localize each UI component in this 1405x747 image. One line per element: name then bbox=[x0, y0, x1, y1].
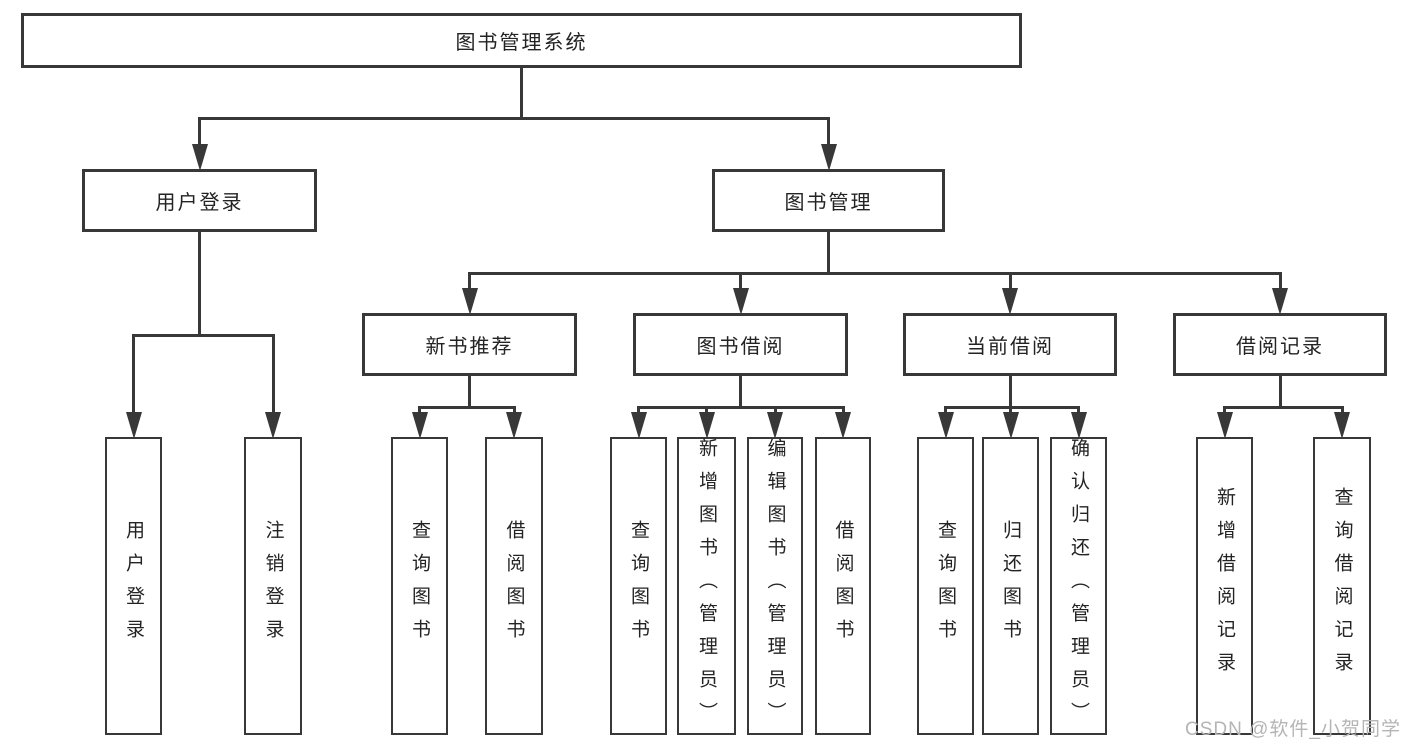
connector-line bbox=[1340, 405, 1344, 414]
connector-line bbox=[512, 405, 516, 414]
leaf-edit-book-admin-label: 编辑图书（管理员） bbox=[764, 437, 786, 735]
leaf-add-book-admin: 新增图书（管理员） bbox=[677, 437, 736, 735]
connector-line bbox=[468, 271, 1282, 275]
connector-line bbox=[773, 405, 777, 414]
connector-line bbox=[1223, 405, 1226, 414]
leaf-return-book-label: 归还图书 bbox=[1000, 520, 1021, 652]
leaf-confirm-return-admin: 确认归还（管理员） bbox=[1050, 437, 1107, 735]
connector-arrowhead-icon bbox=[1002, 288, 1018, 315]
connector-arrowhead-icon bbox=[265, 412, 281, 439]
connector-line bbox=[468, 374, 471, 409]
node-borrowing-records-label: 借阅记录 bbox=[1236, 336, 1324, 358]
connector-arrowhead-icon bbox=[630, 412, 647, 439]
node-borrowing-records: 借阅记录 bbox=[1173, 313, 1387, 376]
leaf-query-borrow-record: 查询借阅记录 bbox=[1313, 437, 1371, 735]
connector-line bbox=[739, 271, 742, 290]
connector-arrowhead-icon bbox=[1272, 288, 1288, 315]
connector-line bbox=[1278, 271, 1282, 290]
leaf-query-books-current: 查询图书 bbox=[917, 437, 974, 735]
connector-line bbox=[1009, 405, 1012, 414]
connector-arrowhead-icon bbox=[461, 288, 478, 315]
leaf-query-books-recommend: 查询图书 bbox=[391, 437, 448, 735]
connector-arrowhead-icon bbox=[125, 412, 142, 439]
root-library-system-label: 图书管理系统 bbox=[455, 32, 588, 54]
connector-arrowhead-icon bbox=[937, 412, 954, 439]
leaf-query-books-borrowing-label: 查询图书 bbox=[628, 520, 649, 652]
node-book-management: 图书管理 bbox=[712, 169, 945, 232]
connector-arrowhead-icon bbox=[1216, 412, 1233, 439]
leaf-user-login-label: 用户登录 bbox=[123, 520, 144, 652]
connector-line bbox=[418, 405, 421, 414]
leaf-query-borrow-record-label: 查询借阅记录 bbox=[1331, 487, 1353, 685]
leaf-query-books-current-label: 查询图书 bbox=[935, 520, 956, 652]
leaf-query-books-borrowing: 查询图书 bbox=[610, 437, 667, 735]
leaf-user-login: 用户登录 bbox=[105, 437, 162, 735]
connector-line bbox=[520, 66, 523, 120]
connector-line bbox=[827, 230, 830, 275]
connector-line bbox=[841, 405, 845, 414]
leaf-borrow-books-label: 借阅图书 bbox=[832, 520, 854, 652]
connector-arrowhead-icon bbox=[1070, 412, 1087, 439]
connector-line bbox=[132, 333, 275, 337]
node-user-login: 用户登录 bbox=[82, 169, 317, 232]
connector-arrowhead-icon bbox=[506, 412, 522, 439]
connector-line bbox=[637, 405, 640, 414]
connector-line bbox=[198, 116, 830, 120]
connector-line bbox=[198, 116, 201, 146]
connector-arrowhead-icon bbox=[835, 412, 851, 439]
leaf-logout-label: 注销登录 bbox=[262, 520, 284, 652]
connector-line bbox=[1008, 271, 1012, 290]
connector-line bbox=[637, 405, 845, 409]
node-book-management-label: 图书管理 bbox=[784, 192, 873, 214]
connector-arrowhead-icon bbox=[411, 412, 428, 439]
connector-line bbox=[132, 333, 135, 414]
node-new-book-recommend-label: 新书推荐 bbox=[425, 336, 514, 358]
connector-arrowhead-icon bbox=[698, 412, 715, 439]
connector-line bbox=[1223, 405, 1344, 409]
node-new-book-recommend: 新书推荐 bbox=[362, 313, 577, 376]
node-current-borrowing: 当前借阅 bbox=[903, 313, 1117, 376]
leaf-add-borrow-record: 新增借阅记录 bbox=[1196, 437, 1253, 735]
connector-line bbox=[705, 405, 708, 414]
node-book-borrowing: 图书借阅 bbox=[633, 313, 848, 376]
connector-line bbox=[944, 405, 1080, 409]
leaf-confirm-return-admin-label: 确认归还（管理员） bbox=[1068, 437, 1089, 735]
node-user-login-label: 用户登录 bbox=[155, 192, 244, 214]
leaf-edit-book-admin: 编辑图书（管理员） bbox=[747, 437, 803, 735]
node-book-borrowing-label: 图书借阅 bbox=[696, 336, 785, 358]
connector-line bbox=[468, 271, 471, 290]
connector-line bbox=[198, 230, 201, 337]
connector-line bbox=[1077, 405, 1080, 414]
connector-line bbox=[271, 333, 275, 414]
connector-arrowhead-icon bbox=[732, 288, 749, 315]
connector-arrowhead-icon bbox=[767, 412, 783, 439]
leaf-logout: 注销登录 bbox=[244, 437, 302, 735]
connector-arrowhead-icon bbox=[1334, 412, 1350, 439]
leaf-borrow-books-recommend: 借阅图书 bbox=[485, 437, 543, 735]
connector-line bbox=[944, 405, 947, 414]
connector-line bbox=[739, 374, 742, 409]
connector-line bbox=[827, 116, 830, 146]
leaf-return-book: 归还图书 bbox=[982, 437, 1039, 735]
connector-line bbox=[1278, 374, 1282, 409]
root-library-system: 图书管理系统 bbox=[21, 13, 1022, 68]
leaf-borrow-books: 借阅图书 bbox=[815, 437, 871, 735]
watermark: CSDN @软件_小贺同学 bbox=[1185, 719, 1401, 740]
connector-arrowhead-icon bbox=[820, 144, 837, 171]
connector-arrowhead-icon bbox=[191, 144, 208, 171]
leaf-borrow-books-recommend-label: 借阅图书 bbox=[503, 520, 525, 652]
connector-arrowhead-icon bbox=[1002, 412, 1019, 439]
connector-line bbox=[418, 405, 516, 409]
connector-line bbox=[1008, 374, 1012, 409]
node-current-borrowing-label: 当前借阅 bbox=[966, 336, 1054, 358]
leaf-query-books-recommend-label: 查询图书 bbox=[409, 520, 430, 652]
leaf-add-book-admin-label: 新增图书（管理员） bbox=[696, 437, 717, 735]
leaf-add-borrow-record-label: 新增借阅记录 bbox=[1214, 487, 1235, 685]
